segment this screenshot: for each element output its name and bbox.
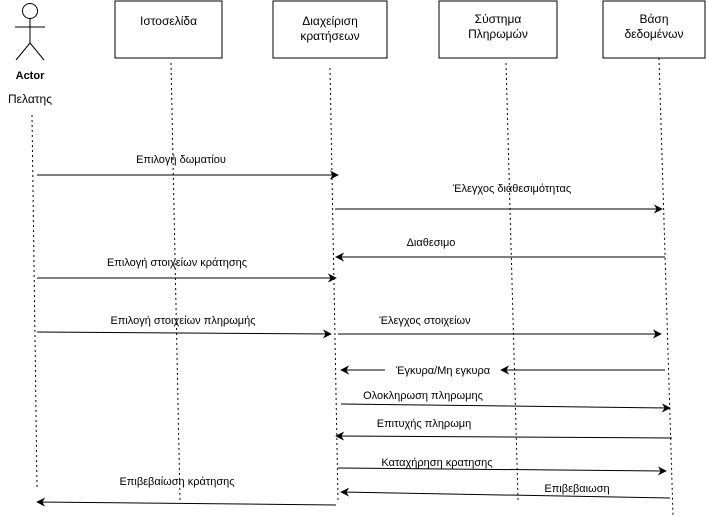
participant-label-line-2: Πληρωμών: [468, 27, 528, 41]
participant-box: [114, 0, 223, 59]
participant-box: [272, 0, 388, 59]
actor-head: [22, 3, 38, 19]
message-arrow-successful-payment: [335, 431, 673, 441]
participant-website: Ιστοσελίδα: [114, 0, 223, 59]
participant-booking-management: Διαχείριση κρατήσεων: [272, 0, 388, 59]
participant-label-line-2: δεδομένων: [624, 27, 683, 41]
message-label-select-room: Επιλογή δωματίου: [136, 154, 226, 166]
message-label-valid-invalid: Έγκυρα/Μη εγκυρα: [395, 365, 491, 377]
actor-figure: [15, 3, 45, 61]
actor-right-leg: [29, 42, 45, 61]
message-label-select-payment-details: Επιλογή στοιχείων πληρωμής: [110, 315, 255, 327]
message-arrow-booking-confirmation: [36, 497, 337, 507]
message-label-booking-confirmation: Επιβεβαίωση κράτησης: [119, 476, 234, 488]
message-label-select-booking-details: Επιλογή στοιχείων κράτησης: [107, 257, 247, 269]
participant-label-line-1: Βάση: [639, 12, 668, 26]
message-label-available: Διαθεσιμο: [407, 237, 456, 249]
participant-box: [602, 0, 706, 59]
actor-left-leg: [15, 42, 31, 61]
participant-label-line-1: Διαχείριση: [302, 14, 358, 28]
participant-box: [438, 0, 558, 59]
actor-name-label: Πελατης: [8, 92, 52, 106]
lifeline-actor: [31, 114, 38, 488]
lifeline-payment: [505, 62, 519, 501]
participant-database: Βάση δεδομένων: [602, 0, 706, 59]
lifeline-booking: [329, 67, 339, 501]
participant-payment-system: Σύστημα Πληρωμών: [438, 0, 558, 59]
message-label-check-availability: Έλεγχος διαθεσιμότητας: [452, 183, 571, 195]
message-arrow-complete-payment: [340, 403, 671, 413]
lifeline-database: [658, 57, 674, 516]
participant-label-line-2: κρατήσεων: [300, 29, 359, 43]
message-label-complete-payment: Ολοκληρωση πληρωμης: [363, 390, 483, 402]
message-label-successful-payment: Επιτυχής πληρωμη: [377, 418, 472, 430]
message-arrow-register-booking: [337, 466, 667, 476]
message-arrow-select-payment-details: [36, 329, 332, 339]
message-label-check-details: Έλεγχος στοιχείων: [378, 315, 471, 327]
message-label-register-booking: Καταχήρηση κρατησης: [381, 457, 492, 469]
lifeline-website: [170, 62, 181, 501]
participant-label-line-1: Ιστοσελίδα: [140, 14, 197, 28]
message-arrow-confirmation: [340, 487, 671, 499]
actor-role-label: Actor: [16, 70, 45, 82]
participant-label-line-1: Σύστημα: [475, 12, 522, 26]
message-label-confirmation: Επιβεβαιωση: [544, 483, 609, 495]
